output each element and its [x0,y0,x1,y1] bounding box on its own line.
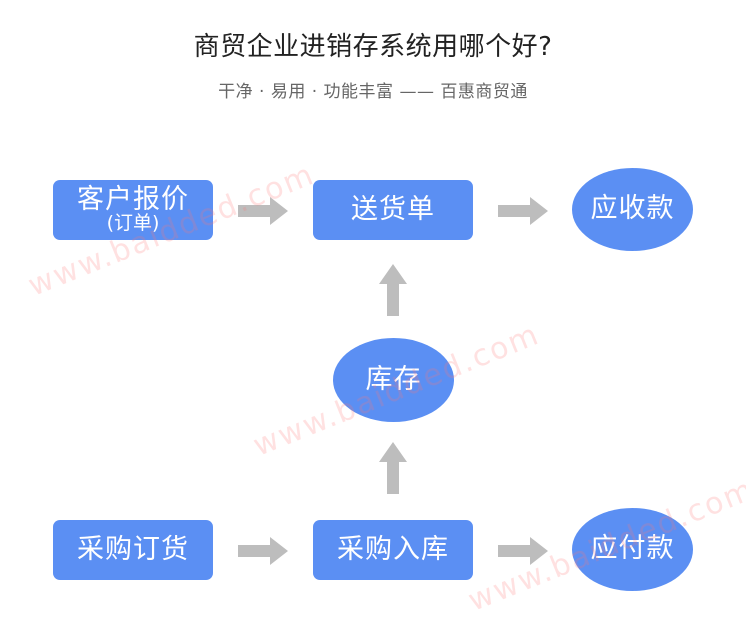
arrow-right-icon [498,197,548,225]
arrow-right-icon [238,197,288,225]
node-customer-quote-sublabel: (订单) [106,212,160,235]
node-customer-quote-label: 客户报价 [77,183,189,215]
page-title: 商贸企业进销存系统用哪个好? [193,32,553,62]
node-purchase-inbound-label: 采购入库 [337,533,449,565]
node-payable-label: 应付款 [590,533,675,565]
arrow-right-icon [498,537,548,565]
node-delivery-note-label: 送货单 [351,193,435,225]
node-payable: 应付款 [572,508,693,591]
arrow-up-icon [379,264,407,316]
node-receivable: 应收款 [572,168,693,251]
page-subtitle: 干净 · 易用 · 功能丰富 —— 百惠商贸通 [218,82,528,102]
arrow-right-icon [238,537,288,565]
node-receivable-label: 应收款 [590,193,675,225]
node-inventory: 库存 [333,338,454,422]
node-purchase-order-label: 采购订货 [77,533,189,565]
node-customer-quote: 客户报价 (订单) [53,180,213,240]
arrow-up-icon [379,442,407,494]
node-delivery-note: 送货单 [313,180,473,240]
node-purchase-order: 采购订货 [53,520,213,580]
node-purchase-inbound: 采购入库 [313,520,473,580]
node-inventory-label: 库存 [365,363,422,395]
